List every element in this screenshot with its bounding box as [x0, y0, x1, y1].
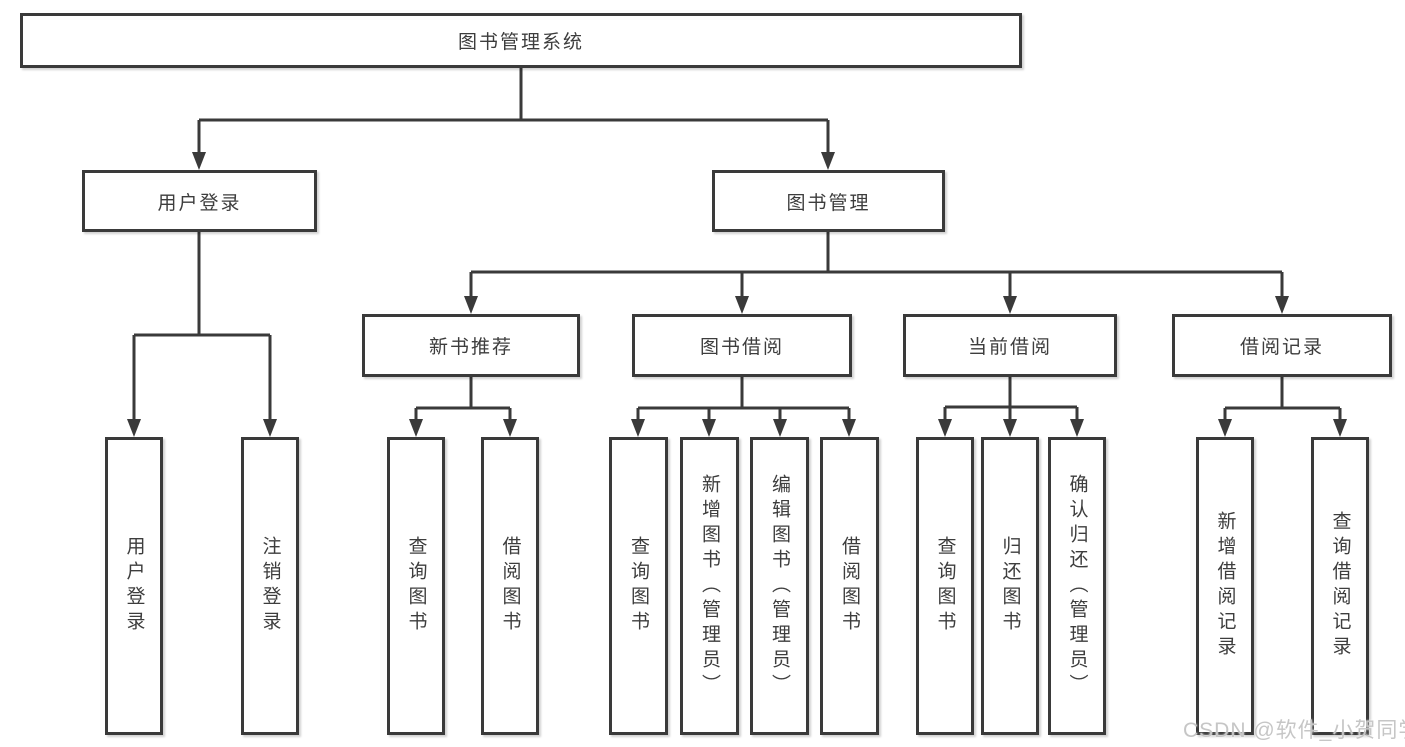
leaf-borrow-edit-book-admin: 编辑图书（管理员） [750, 437, 809, 735]
node-user-login-branch: 用户登录 [82, 170, 317, 232]
leaf-borrow-borrow-book: 借阅图书 [820, 437, 879, 735]
node-user-login-branch-label: 用户登录 [157, 192, 242, 214]
leaf-current-confirm-return-admin-label: 确认归还（管理员） [1066, 473, 1088, 699]
leaf-borrow-edit-book-admin-label: 编辑图书（管理员） [769, 473, 790, 699]
node-current-borrow-label: 当前借阅 [967, 337, 1052, 358]
leaf-borrow-borrow-book-label: 借阅图书 [839, 536, 860, 636]
node-new-book-recommend-label: 新书推荐 [428, 337, 513, 358]
leaf-records-add-label: 新增借阅记录 [1214, 511, 1236, 661]
leaf-logout: 注销登录 [241, 437, 299, 735]
node-root: 图书管理系统 [20, 13, 1022, 68]
node-borrow-records-label: 借阅记录 [1239, 337, 1324, 358]
leaf-rec-query-book-label: 查询图书 [405, 536, 427, 636]
node-current-borrow: 当前借阅 [903, 314, 1117, 377]
leaf-user-login: 用户登录 [105, 437, 163, 735]
leaf-borrow-add-book-admin-label: 新增图书（管理员） [699, 473, 720, 699]
leaf-logout-label: 注销登录 [259, 536, 281, 636]
leaf-rec-query-book: 查询图书 [387, 437, 445, 735]
node-book-management-branch-label: 图书管理 [786, 192, 871, 214]
leaf-rec-borrow-book-label: 借阅图书 [499, 536, 521, 636]
leaf-current-return-book: 归还图书 [981, 437, 1039, 735]
leaf-current-return-book-label: 归还图书 [999, 536, 1021, 636]
leaf-user-login-label: 用户登录 [123, 536, 145, 636]
leaf-borrow-add-book-admin: 新增图书（管理员） [680, 437, 739, 735]
leaf-current-confirm-return-admin: 确认归还（管理员） [1048, 437, 1106, 735]
node-book-borrow: 图书借阅 [632, 314, 852, 377]
leaf-records-add: 新增借阅记录 [1196, 437, 1254, 735]
node-borrow-records: 借阅记录 [1172, 314, 1392, 377]
leaf-rec-borrow-book: 借阅图书 [481, 437, 539, 735]
node-root-label: 图书管理系统 [457, 32, 584, 53]
node-new-book-recommend: 新书推荐 [362, 314, 580, 377]
leaf-current-query-book-label: 查询图书 [934, 536, 956, 636]
leaf-borrow-query-book: 查询图书 [609, 437, 668, 735]
watermark: CSDN @软件_小贺同学 [1183, 719, 1405, 742]
leaf-records-query: 查询借阅记录 [1311, 437, 1369, 735]
node-book-borrow-label: 图书借阅 [699, 337, 784, 358]
leaf-borrow-query-book-label: 查询图书 [628, 536, 649, 636]
leaf-records-query-label: 查询借阅记录 [1329, 511, 1351, 661]
node-book-management-branch: 图书管理 [712, 170, 945, 232]
leaf-current-query-book: 查询图书 [916, 437, 974, 735]
